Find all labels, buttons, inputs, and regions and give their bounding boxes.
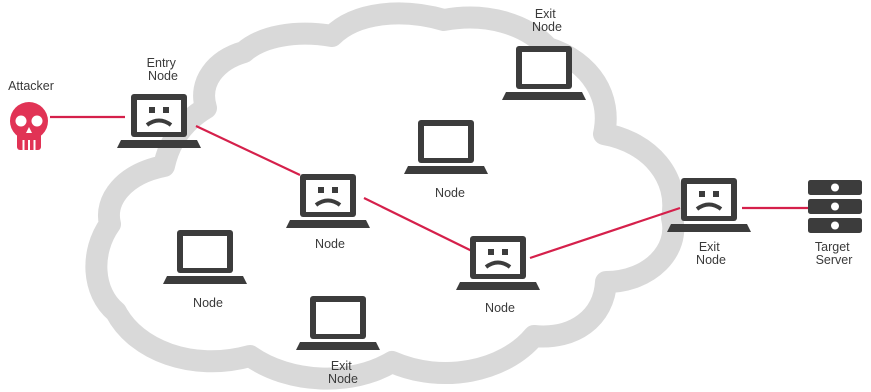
exit-node-bottom-label-line2: Node [328,372,358,386]
entry-node-label-line1: Entry [147,56,177,70]
network-cloud-outline [85,2,685,390]
path-node-1-to-node-2 [363,197,475,253]
sad-laptop-icon [456,234,540,292]
node-bottom-left-label: Node [193,296,223,310]
laptop-icon [163,230,247,284]
laptop-icon [296,296,380,350]
path-entry-to-node-1 [195,125,301,176]
target-server-label-line2: Server [816,253,853,267]
entry-node-label: Entry Node [147,56,180,83]
exit-node-right-label-line2: Node [696,253,726,267]
exit-node-right-label: Exit Node [696,240,726,267]
exit-node-right-label-line1: Exit [699,240,720,254]
node-center-label: Node [435,186,465,200]
laptop-icon [404,120,488,174]
attack-path [50,115,808,260]
node-mid-left-label: Node [315,237,345,251]
exit-node-bottom-label-line1: Exit [331,359,352,373]
exit-node-top-label: Exit Node [532,7,562,34]
sad-laptop-icon [286,172,370,230]
target-server-label-line1: Target [815,240,850,254]
exit-node-bottom-label: Exit Node [328,359,358,386]
server-stack-icon [808,180,862,233]
path-node-2-to-exit [529,206,681,260]
target-server-label: Target Server [815,240,853,267]
skull-icon [10,102,48,150]
exit-node-top-label-line2: Node [532,20,562,34]
node-mid-right-label: Node [485,301,515,315]
exit-node-top-label-line1: Exit [535,7,556,21]
attacker-label: Attacker [8,79,54,93]
entry-node-label-line2: Node [148,69,178,83]
